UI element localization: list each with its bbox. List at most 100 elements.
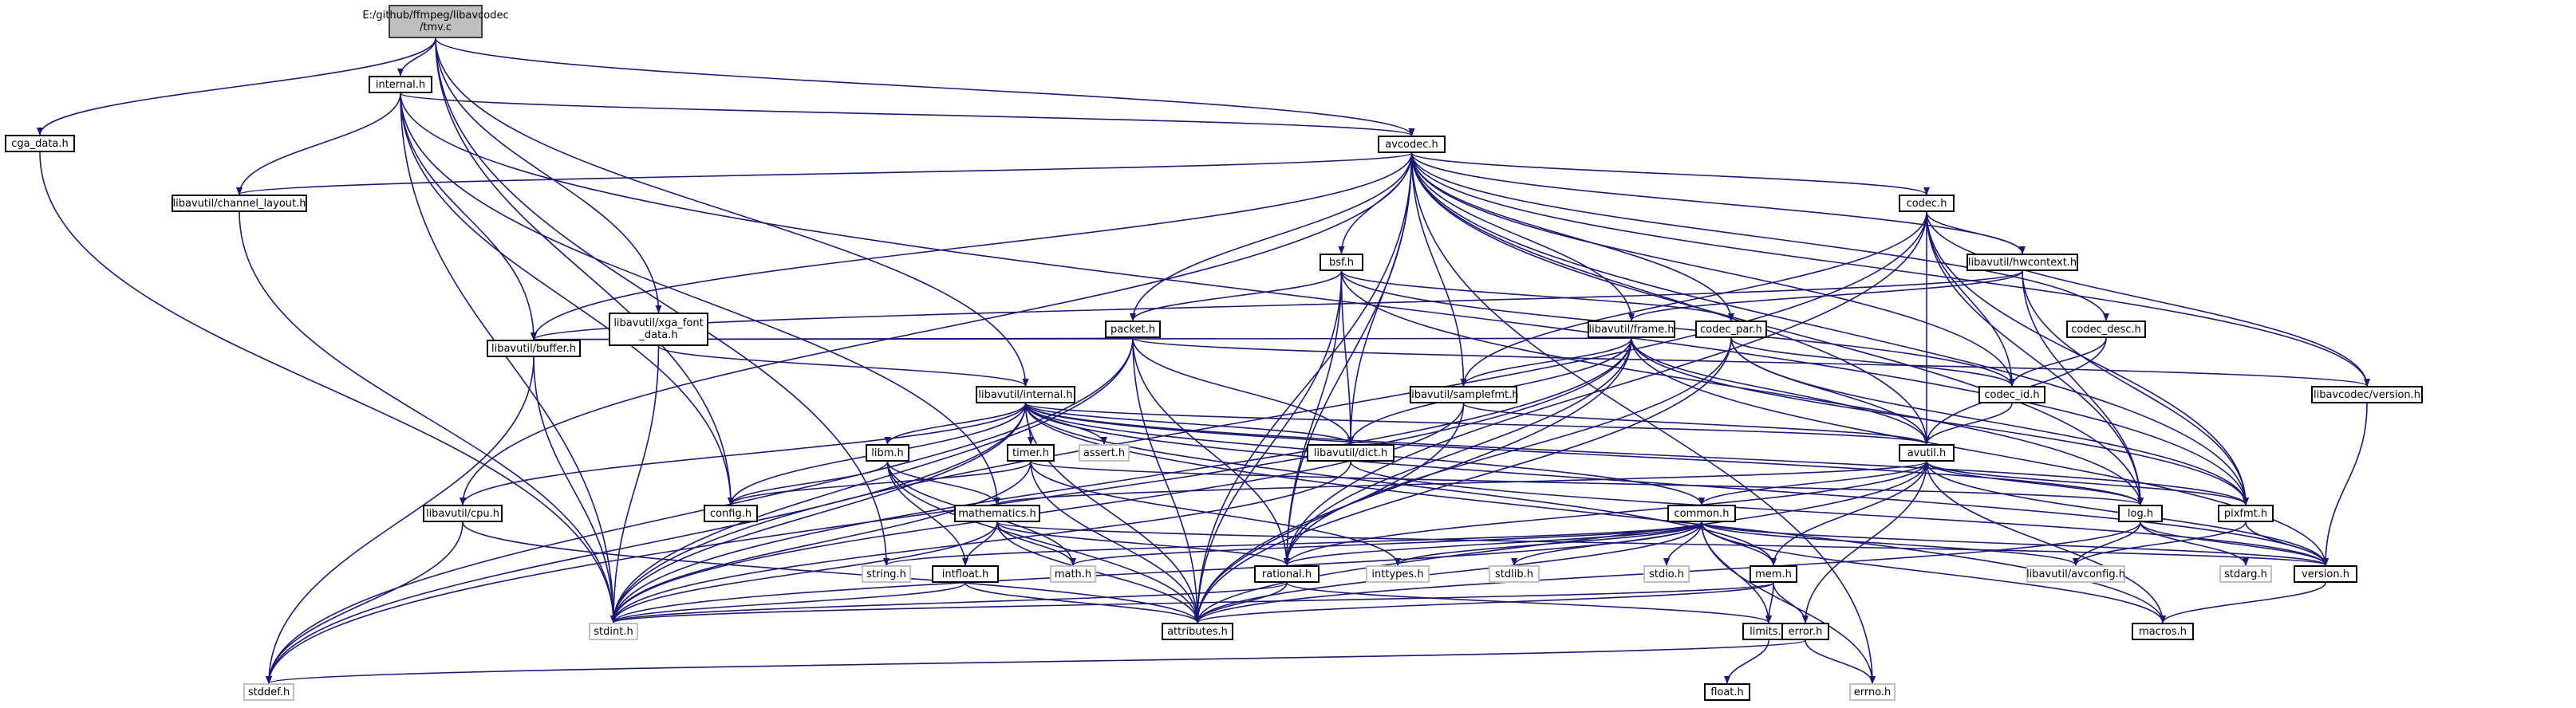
edge-samplefmt-to-attributes <box>1194 403 1465 623</box>
node-mem-h[interactable]: mem.h <box>1750 565 1797 583</box>
node-version-h[interactable]: version.h <box>2294 565 2357 583</box>
edge-internal-to-avcodec <box>400 92 1415 136</box>
node-channel-layout-h[interactable]: libavutil/channel_layout.h <box>172 195 307 212</box>
edge-avcodec-to-pixfmt <box>1410 152 2249 505</box>
node-hwcontext-h[interactable]: libavutil/hwcontext.h <box>1967 254 2078 271</box>
node-frame-h[interactable]: libavutil/frame.h <box>1588 321 1675 338</box>
edge-libm-to-intfloat <box>886 461 968 566</box>
node-errno-h[interactable]: errno.h <box>1849 683 1896 701</box>
node-pixfmt-h[interactable]: pixfmt.h <box>2218 505 2274 522</box>
edge-frame-to-stdint <box>610 337 1632 623</box>
node-codec-desc-h[interactable]: codec_desc.h <box>2066 321 2146 338</box>
edge-mem-to-stdint <box>610 582 1774 623</box>
edge-avcodec-to-packet <box>1130 152 1413 321</box>
edge-version-to-macros <box>2160 582 2326 623</box>
node-cga-data-h[interactable]: cga_data.h <box>5 135 75 152</box>
node-stddef-h[interactable]: stddef.h <box>243 683 294 701</box>
node-common-h[interactable]: common.h <box>1667 505 1736 522</box>
edge-mem-to-limits <box>1765 582 1774 623</box>
edge-dict-to-stdint <box>610 461 1351 623</box>
edge-bsf-to-packet <box>1130 270 1343 321</box>
edge-hwctx-to-frame <box>1628 270 2023 321</box>
edge-avcodec-to-codecid <box>1410 152 2015 387</box>
edge-avcodec-to-codec <box>1410 152 1930 195</box>
node-stdio-h[interactable]: stdio.h <box>1643 565 1690 583</box>
edge-bsf-to-rational <box>1284 270 1343 566</box>
node-internal-h[interactable]: internal.h <box>369 76 432 93</box>
node-string-h[interactable]: string.h <box>862 565 911 583</box>
edge-common-to-math <box>1070 521 1702 566</box>
node-timer-h[interactable]: timer.h <box>1007 444 1055 462</box>
edge-avint-to-dict <box>1024 403 1354 445</box>
edge-mathematics-to-stdint <box>610 521 998 623</box>
edge-common-to-stdint <box>610 521 1702 623</box>
edge-avutil-to-common <box>1698 461 1927 505</box>
edge-log-to-stdarg <box>2140 521 2249 566</box>
edge-dict-to-version <box>1350 461 2329 566</box>
edge-packet-to-dict <box>1132 337 1354 445</box>
node-avutil-h[interactable]: avutil.h <box>1899 444 1955 462</box>
node-stdint-h[interactable]: stdint.h <box>589 623 638 640</box>
node-root-tmv-c[interactable]: E:/github/ffmpeg/libavcodec /tmv.c <box>362 5 509 38</box>
edge-codec-to-hwctx <box>1926 211 2026 254</box>
edge-common-to-rational <box>1284 521 1702 566</box>
node-dict-h[interactable]: libavutil/dict.h <box>1307 444 1395 462</box>
node-packet-h[interactable]: packet.h <box>1105 321 1161 338</box>
node-assert-h[interactable]: assert.h <box>1079 444 1130 462</box>
node-avcodec-h[interactable]: avcodec.h <box>1378 136 1446 153</box>
node-codec-h[interactable]: codec.h <box>1899 195 1955 212</box>
edge-hwctx-to-log <box>2022 270 2144 505</box>
node-codec-id-h[interactable]: codec_id.h <box>1978 386 2045 403</box>
edge-common-to-attributes <box>1194 521 1702 623</box>
edge-timer-to-config <box>728 461 1032 505</box>
node-label-line-1: E:/github/ffmpeg/libavcodec <box>362 10 509 22</box>
node-samplefmt-h[interactable]: libavutil/samplefmt.h <box>1408 386 1519 403</box>
node-xga-font-data-h[interactable]: libavutil/xga_font _data.h <box>609 313 708 346</box>
edge-avint-to-macros <box>1024 403 2166 623</box>
node-inttypes-h[interactable]: inttypes.h <box>1366 565 1430 583</box>
node-rational-h[interactable]: rational.h <box>1254 565 1320 583</box>
edge-root-to-cga <box>37 37 436 136</box>
node-avutil-internal-h[interactable]: libavutil/internal.h <box>976 386 1075 403</box>
edge-codec-to-lavcver <box>1926 211 2370 387</box>
edge-chlayout-to-stdint <box>239 211 617 623</box>
node-float-h[interactable]: float.h <box>1704 683 1750 701</box>
node-log-h[interactable]: log.h <box>2118 505 2163 522</box>
edge-log-to-version <box>2140 521 2329 566</box>
edge-mathematics-to-attributes <box>996 521 1201 623</box>
edge-bsf-to-dict <box>1340 270 1354 445</box>
edge-avint-to-stdint <box>610 403 1027 623</box>
edge-avutil-to-mathematics <box>994 461 1927 505</box>
edge-avcodec-to-samplefmt <box>1410 152 1467 387</box>
node-cpu-h[interactable]: libavutil/cpu.h <box>423 505 503 522</box>
node-stdlib-h[interactable]: stdlib.h <box>1489 565 1540 583</box>
edge-internal-to-mathematics <box>400 92 1000 505</box>
edge-common-to-avconfig <box>1701 521 2079 566</box>
node-libm-h[interactable]: libm.h <box>866 444 909 462</box>
node-error-h[interactable]: error.h <box>1781 623 1829 640</box>
edge-avutil-to-rational <box>1284 461 1927 566</box>
node-macros-h[interactable]: macros.h <box>2132 623 2194 640</box>
node-codec-par-h[interactable]: codec_par.h <box>1695 321 1767 338</box>
edge-hwctx-to-pixfmt <box>2022 270 2249 505</box>
edge-frame-to-avutil <box>1631 337 1930 445</box>
node-buffer-h[interactable]: libavutil/buffer.h <box>487 340 581 357</box>
edge-rational-to-stdint <box>610 582 1288 623</box>
edge-packet-to-rational <box>1132 337 1290 566</box>
node-avconfig-h[interactable]: libavutil/avconfig.h <box>2026 565 2125 583</box>
node-bsf-h[interactable]: bsf.h <box>1320 254 1363 271</box>
edge-error-to-stddef <box>266 639 1806 684</box>
edge-bsf-to-codecid <box>1340 270 2015 387</box>
node-stdarg-h[interactable]: stdarg.h <box>2219 565 2272 583</box>
node-label-line-2: _data.h <box>639 329 678 341</box>
node-mathematics-h[interactable]: mathematics.h <box>954 505 1040 522</box>
node-attributes-h[interactable]: attributes.h <box>1162 623 1233 640</box>
edge-error-to-errno <box>1805 639 1876 684</box>
edge-common-to-version <box>1701 521 2329 566</box>
node-libavcodec-version-h[interactable]: libavcodec/version.h <box>2311 386 2423 403</box>
edge-avcodec-to-cpu <box>460 152 1413 505</box>
node-config-h[interactable]: config.h <box>704 505 758 522</box>
node-math-h[interactable]: math.h <box>1050 565 1096 583</box>
node-intfloat-h[interactable]: intfloat.h <box>932 565 999 583</box>
edge-avutil-to-log <box>1926 461 2144 505</box>
